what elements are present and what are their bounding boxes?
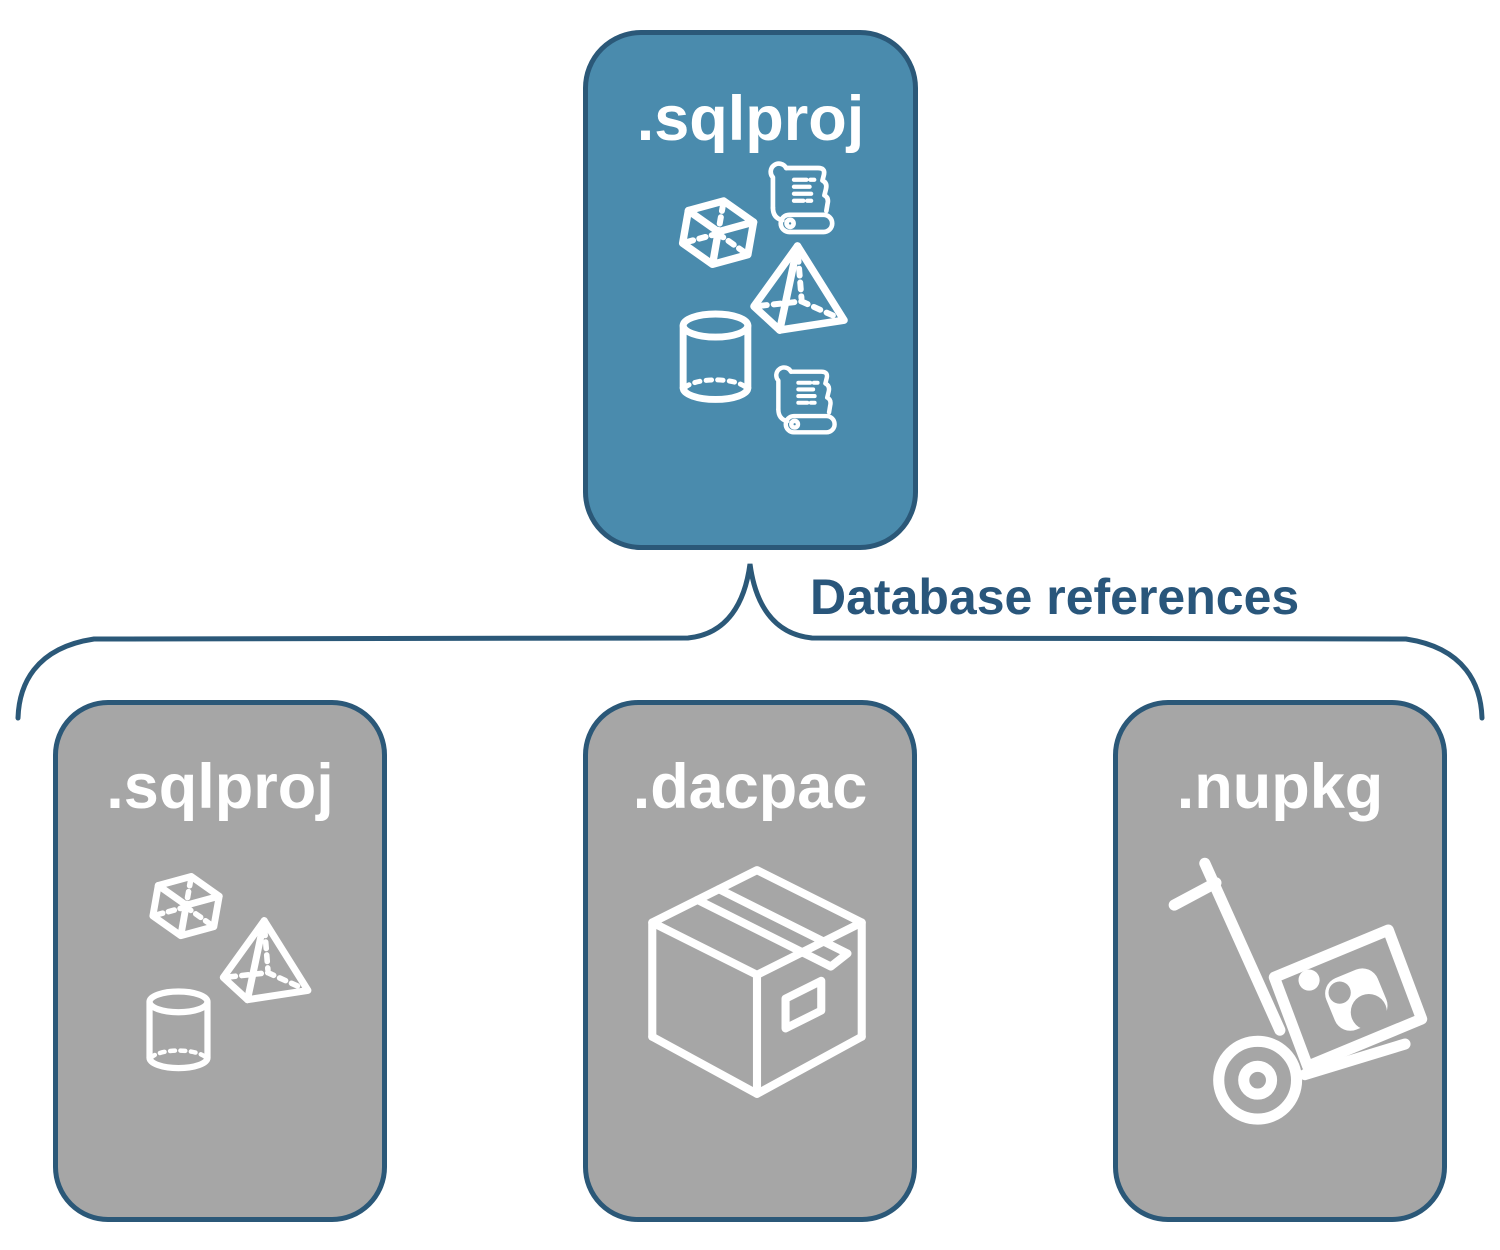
cylinder-icon <box>144 987 213 1074</box>
scroll-icon <box>768 365 842 439</box>
root-card-title: .sqlproj <box>636 84 865 154</box>
hand-truck-package-icon <box>1152 855 1430 1133</box>
pyramid-icon <box>748 241 853 340</box>
pyramid-icon <box>218 916 316 1009</box>
child-card-title: .sqlproj <box>106 752 334 822</box>
cylinder-icon <box>677 309 754 406</box>
package-box-icon <box>638 851 876 1113</box>
card-child-sqlproj: .sqlproj <box>53 700 387 1222</box>
child-card-title: .dacpac <box>632 752 868 822</box>
card-child-nupkg: .nupkg <box>1113 700 1447 1222</box>
cube-icon <box>142 867 228 957</box>
child-card-title: .nupkg <box>1176 752 1384 822</box>
card-child-dacpac: .dacpac <box>583 700 917 1222</box>
scroll-icon <box>762 161 840 239</box>
connector-label: Database references <box>810 569 1300 625</box>
card-root-sqlproj: .sqlproj <box>583 30 918 550</box>
